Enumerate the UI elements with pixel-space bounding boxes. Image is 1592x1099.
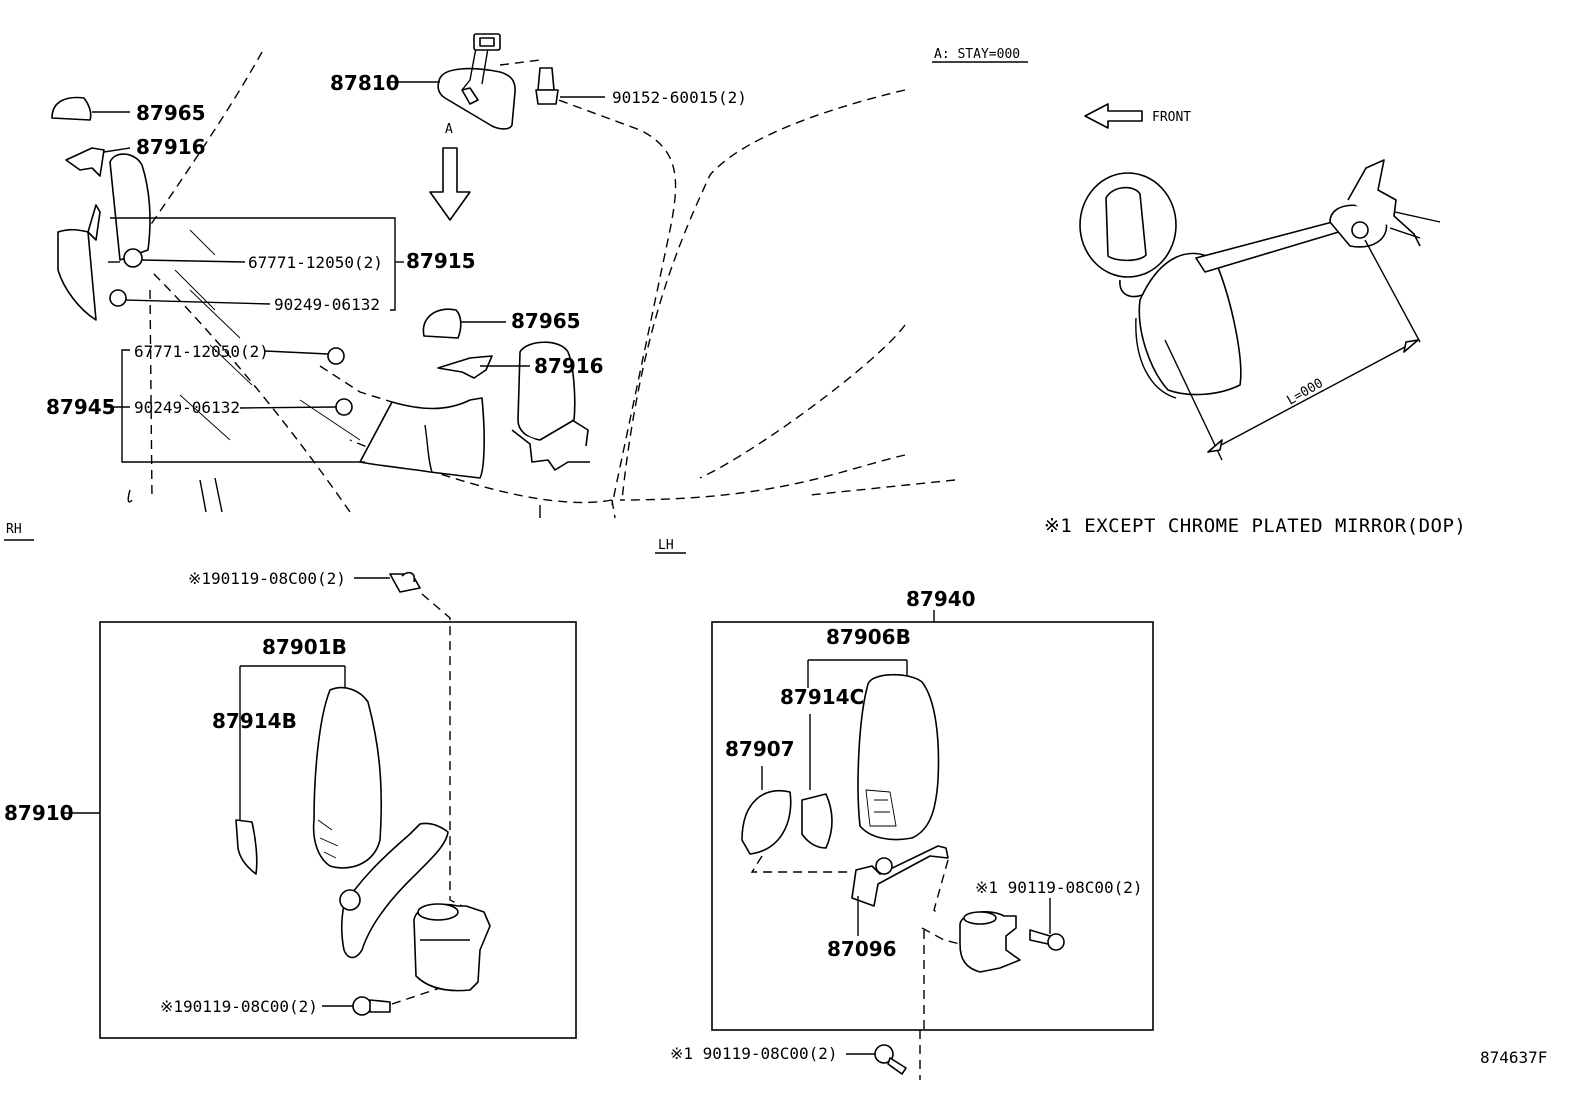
lh-bolt-right-icon	[1029, 929, 1065, 951]
label-rh-bolt-top: ※190119-08C00(2)	[188, 569, 346, 588]
stay-label: A: STAY=000	[934, 47, 1020, 62]
label-clip-rh: 67771-12050(2)	[248, 253, 383, 272]
label-cover-lh: 87965	[511, 309, 581, 333]
label-lh-glass: 87914C	[780, 685, 864, 709]
label-bracket-lh: 87916	[534, 354, 604, 378]
lh-outer-mirror	[741, 673, 1021, 973]
rh-upper-mirror	[51, 96, 151, 321]
leader-87916-rh	[103, 147, 131, 153]
lh-assy-frame	[711, 621, 1154, 1031]
view-marker-a: A	[445, 122, 453, 137]
diagram-code: 874637F	[1480, 1048, 1547, 1067]
label-rh-bolt-bottom: ※190119-08C00(2)	[160, 997, 318, 1016]
rh-outer-mirror	[235, 686, 491, 992]
label-inner-mirror-screw: 90152-60015(2)	[612, 88, 747, 107]
inner-mirror	[437, 33, 559, 130]
label-lh-mirror: 87906B	[826, 625, 911, 649]
stay-detail-mirror	[1079, 159, 1441, 399]
length-dimension	[1164, 239, 1421, 461]
label-stay-rh: 87915	[406, 249, 476, 273]
label-inner-mirror: 87810	[330, 71, 400, 95]
screw-icon	[335, 398, 353, 416]
bracket-icon	[437, 355, 493, 379]
view-arrow-icon	[429, 147, 471, 221]
rh-assy-frame	[99, 621, 577, 1039]
label-bracket-rh: 87916	[136, 135, 206, 159]
label-clip-lh: 67771-12050(2)	[134, 342, 269, 361]
clip-icon	[327, 347, 345, 365]
bracket-icon	[65, 147, 105, 177]
label-rh-assy: 87910	[4, 801, 74, 825]
front-label: FRONT	[1152, 110, 1191, 125]
rh-bolt-bottom-icon	[352, 996, 391, 1016]
label-cover-rh: 87965	[136, 101, 206, 125]
label-rh-mirror: 87901B	[262, 635, 347, 659]
front-arrow-icon	[1084, 103, 1143, 129]
leader-90249-rh	[125, 299, 271, 305]
side-lh-label: LH	[658, 538, 674, 553]
label-screw-rh: 90249-06132	[274, 295, 380, 314]
clip-icon	[123, 248, 143, 268]
label-lh-assy: 87940	[906, 587, 976, 611]
lh-bolt-bottom-icon	[874, 1044, 907, 1075]
label-screw-lh: 90249-06132	[134, 398, 240, 417]
lh-upper-mirror	[319, 308, 590, 479]
leader-67771-rh	[141, 259, 246, 263]
label-lh-bolt-bottom: ※1 90119-08C00(2)	[670, 1044, 838, 1063]
label-rh-glass: 87914B	[212, 709, 297, 733]
rh-bolt-top-icon	[389, 571, 421, 593]
label-lh-bolt-right: ※1 90119-08C00(2)	[975, 878, 1143, 897]
cover-icon	[51, 96, 92, 121]
length-label: L=000	[1285, 376, 1326, 409]
footnote: ※1 EXCEPT CHROME PLATED MIRROR(DOP)	[1044, 515, 1466, 537]
screw-icon	[109, 289, 127, 307]
cover-icon	[422, 308, 462, 339]
leader-67771-lh	[264, 350, 329, 355]
side-rh-label: RH	[6, 522, 22, 537]
label-stay-lh: 87945	[46, 395, 116, 419]
leader-90249-lh	[239, 406, 337, 409]
label-lh-bracket: 87096	[827, 937, 897, 961]
label-lh-under-mirror: 87907	[725, 737, 795, 761]
